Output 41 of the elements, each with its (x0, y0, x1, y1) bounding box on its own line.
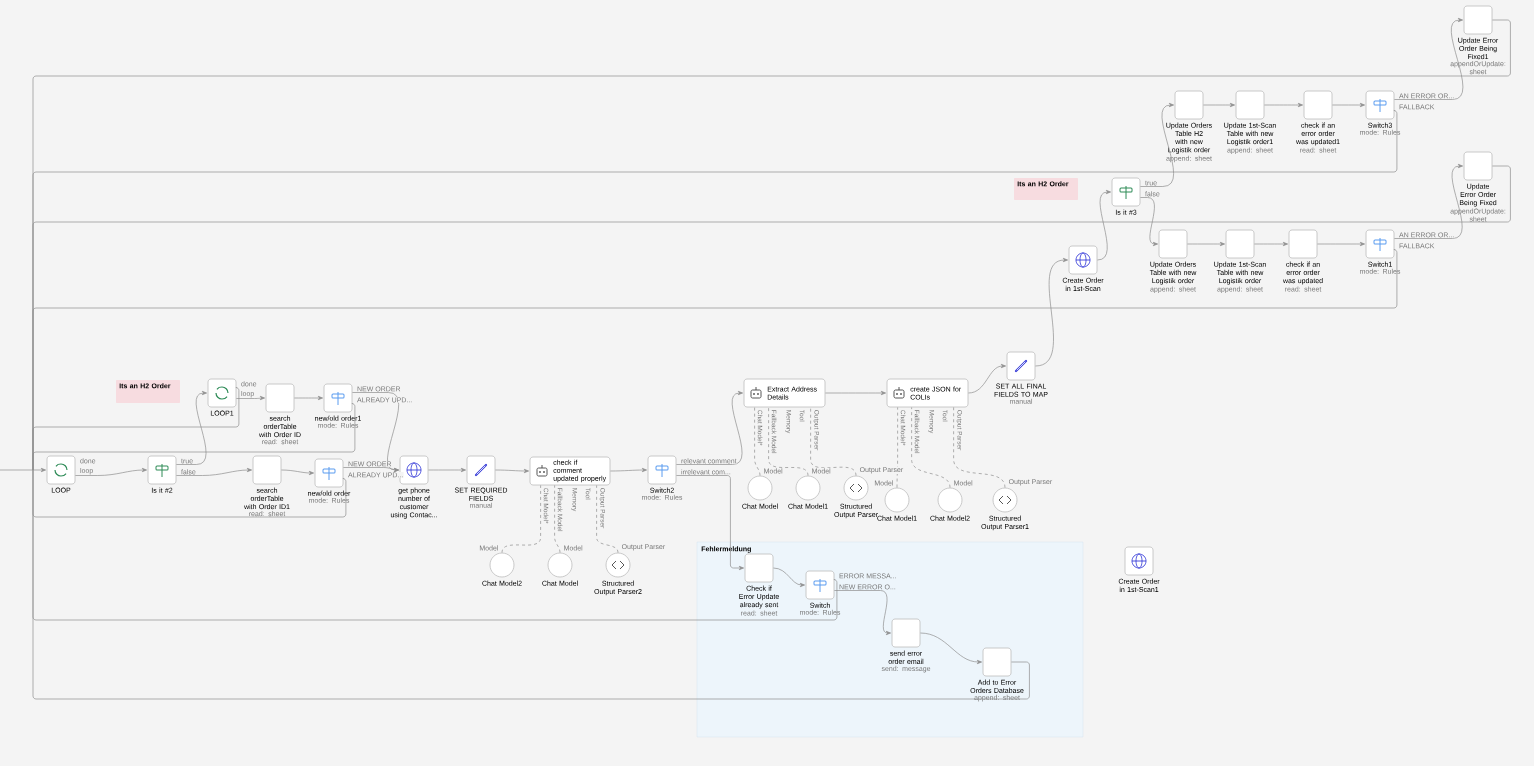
connector (176, 390, 207, 465)
connector (596, 485, 619, 553)
connector (176, 467, 252, 476)
connector (768, 407, 809, 476)
connector (1097, 189, 1111, 261)
connector (554, 485, 561, 553)
connector (428, 467, 466, 473)
connector (501, 485, 541, 553)
connector (1035, 257, 1068, 367)
connector (676, 390, 743, 465)
connector (920, 632, 982, 665)
connector (236, 395, 265, 401)
connector (773, 567, 805, 588)
connector (953, 407, 1006, 488)
connector (32, 469, 1030, 700)
connector (676, 475, 744, 571)
connector (810, 407, 857, 476)
connector (343, 467, 399, 473)
connector (1254, 241, 1288, 247)
connector (610, 467, 647, 473)
connector (1317, 241, 1365, 247)
connector (1332, 102, 1365, 108)
connector (754, 407, 761, 476)
connector (0, 469, 34, 471)
connector (968, 363, 1006, 394)
connector (1187, 241, 1225, 247)
connector (294, 395, 323, 401)
connector (1140, 102, 1174, 187)
connector (896, 407, 898, 488)
connector (495, 468, 529, 474)
connector (75, 467, 147, 476)
connector (1394, 163, 1463, 239)
connector (1264, 102, 1303, 108)
connector (834, 590, 891, 636)
connector (825, 390, 886, 396)
connector (1140, 197, 1158, 247)
connector (32, 467, 46, 473)
connector (1394, 17, 1464, 100)
connector (1203, 102, 1235, 108)
connector (911, 407, 951, 488)
connector (281, 469, 314, 476)
